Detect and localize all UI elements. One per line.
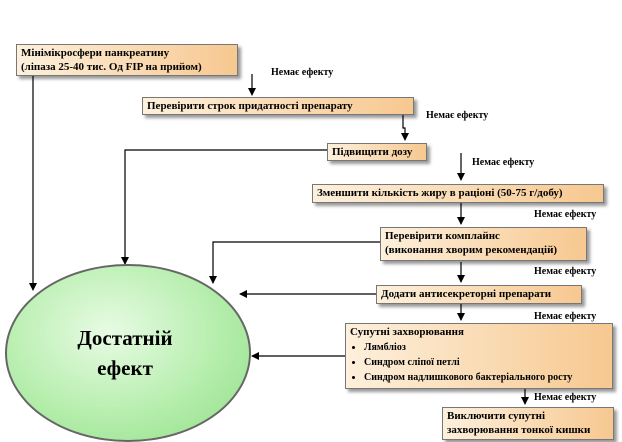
reduce-fat-text: Зменшити кількість жиру в раціоні (50-75… (317, 187, 563, 199)
start-box: Мінімікросфери панкреатину (ліпаза 25-40… (16, 44, 238, 76)
edge-label: Немає ефекту (426, 110, 489, 121)
edge-compliance-to-result (209, 241, 380, 284)
result-line1: Достатній (77, 326, 173, 350)
compliance-line2: (виконання хворим рекомендацій) (385, 244, 558, 256)
edge-label: Немає ефекту (534, 209, 597, 220)
start-line2: (ліпаза 25-40 тис. Од FIP на прийом) (21, 61, 202, 73)
edge-label: Немає ефекту (472, 157, 535, 168)
exclude-box: Виключити супутні захворювання тонкої ки… (442, 407, 614, 440)
edge-label: Немає ефекту (534, 311, 597, 322)
edge-label: Немає ефекту (534, 392, 597, 403)
compliance-box: Перевірити комплайнс (виконання хворим р… (380, 227, 587, 261)
antisecretory-text: Додати антисекреторні препарати (381, 288, 552, 300)
antisecretory-box: Додати антисекреторні препарати (376, 285, 582, 304)
exclude-line1: Виключити супутні (447, 410, 546, 422)
result-ellipse (5, 264, 251, 442)
reduce-fat-box: Зменшити кількість жиру в раціоні (50-75… (312, 184, 604, 203)
comorbid-item: Синдром надлишкового бактеріального рост… (364, 370, 608, 385)
result-line2: ефект (97, 356, 153, 380)
comorbid-item: Лямбліоз (364, 340, 608, 355)
edge-expiry-to-dose (401, 110, 409, 141)
check-expiry-text: Перевірити строк придатності препарату (147, 100, 353, 112)
check-expiry-box: Перевірити строк придатності препарату (142, 97, 414, 115)
result-label: Достатній ефект (5, 264, 245, 442)
comorbid-item: Синдром сліпої петлі (364, 355, 608, 370)
comorbid-title: Супутні захворювання (350, 326, 464, 338)
start-line1: Мінімікросфери панкреатину (21, 47, 170, 59)
edge-dose-to-result (121, 149, 327, 265)
increase-dose-text: Підвищити дозу (332, 146, 413, 158)
edge-label: Немає ефекту (534, 266, 597, 277)
comorbid-list: Лямбліоз Синдром сліпої петлі Синдром на… (350, 340, 608, 385)
comorbid-box: Супутні захворювання Лямбліоз Синдром сл… (345, 323, 613, 389)
compliance-line1: Перевірити комплайнс (385, 230, 500, 242)
exclude-line2: захворювання тонкої кишки (447, 424, 591, 436)
edge-label: Немає ефекту (271, 67, 334, 78)
increase-dose-box: Підвищити дозу (327, 143, 427, 161)
